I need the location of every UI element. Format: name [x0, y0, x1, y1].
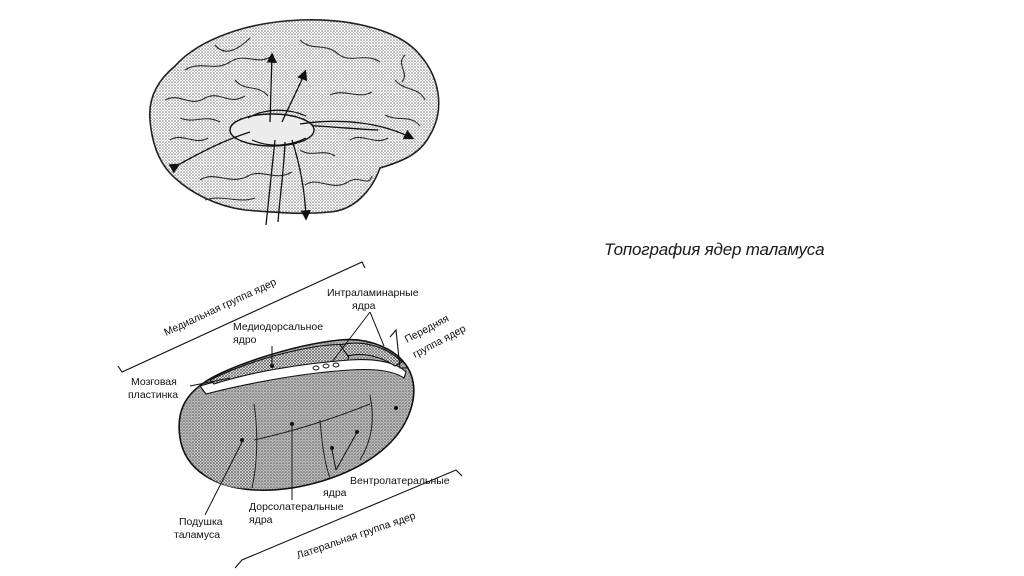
dorsolateral-label-2: ядра — [249, 514, 273, 526]
intralaminar-label: Интраламинарные — [327, 287, 419, 299]
medullary-lamina-label-2: пластинка — [128, 389, 178, 401]
ventrolateral-label-2: ядра — [323, 487, 347, 499]
brain-thalamus — [229, 113, 315, 147]
slide-title: Топография ядер таламуса — [604, 240, 825, 259]
pulvinar — [195, 400, 258, 489]
pulvinar-label: Подушка — [179, 516, 223, 528]
nucleus-markers — [240, 364, 398, 450]
brain-gyri — [164, 37, 426, 201]
group-brackets — [117, 261, 463, 569]
mediodorsal-label: Медиодорсальное — [233, 321, 323, 333]
mediodorsal-label-2: ядро — [233, 334, 257, 346]
leader-lines — [189, 311, 385, 516]
anterior-nucleus — [339, 342, 403, 367]
ventrolateral-label: Вентролатеральные — [350, 475, 450, 487]
medullary-lamina-label: Мозговая — [131, 376, 177, 388]
intralaminar-nuclei — [312, 362, 340, 371]
brain-illustration — [148, 18, 440, 226]
nuclei-boundaries — [251, 394, 373, 489]
pulvinar-label-2: таламуса — [174, 529, 220, 541]
projection-arrows — [168, 52, 415, 226]
thalamus-detail — [117, 261, 463, 569]
dorsolateral-label: Дорсолатеральные — [249, 501, 344, 513]
intralaminar-label-2: ядра — [352, 300, 376, 312]
lateral-group-label: Латеральная группа ядер — [295, 510, 417, 562]
